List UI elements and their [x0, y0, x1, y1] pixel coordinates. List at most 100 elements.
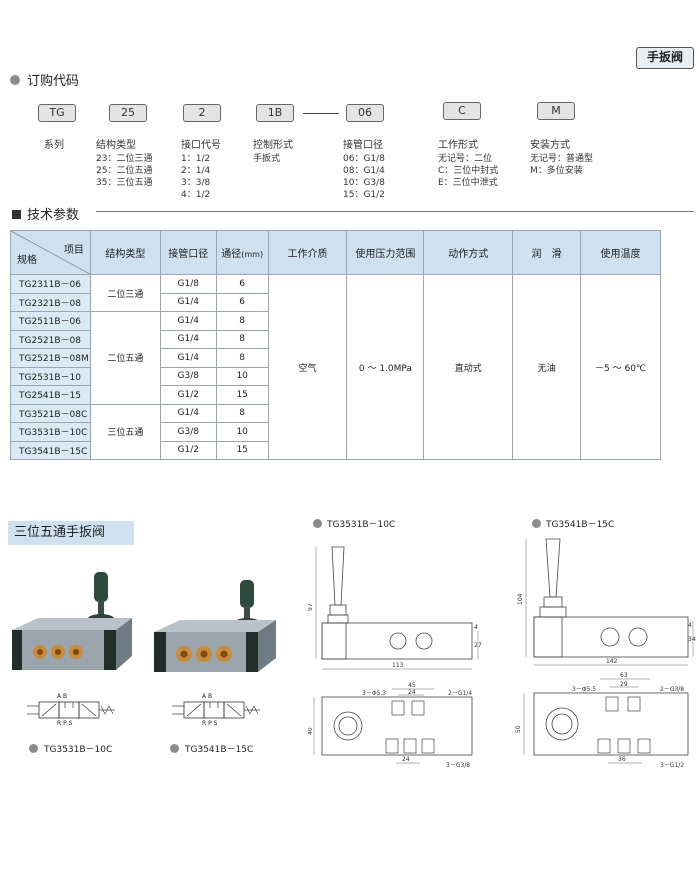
- cell-model: TG2521B－08: [10, 329, 91, 349]
- cell-model: TG2541B－15: [10, 385, 91, 405]
- desc-mount-line: 无记号：普通型: [530, 154, 594, 164]
- header-bore-unit: (mm): [241, 250, 264, 259]
- table-row: TG2521B－08 G1/4 8: [10, 329, 661, 349]
- desc-mount-line: M：多位安装: [530, 166, 583, 176]
- cell-port: G1/2: [159, 385, 217, 405]
- caption-bullet-icon: [29, 744, 38, 753]
- cell-model: TG2511B－06: [10, 311, 91, 331]
- photo-caption: TG3531B－10C: [44, 745, 113, 755]
- cell-port: G1/8: [159, 274, 217, 294]
- valve-symbol-diagram: [172, 701, 260, 719]
- valve-photo: [154, 580, 276, 672]
- photo-caption: TG3541B－15C: [185, 745, 254, 755]
- desc-mount: 安装方式 无记号：普通型 M：多位安装: [530, 140, 593, 177]
- code-box-port: 2: [183, 104, 221, 122]
- code-box-mount: M: [537, 102, 575, 120]
- desc-structure-title: 结构类型: [96, 140, 136, 151]
- code-box-pipe: 06: [346, 104, 384, 122]
- dim-top-a: 63: [620, 672, 628, 679]
- desc-port-line: 1：1/2: [181, 154, 211, 164]
- dim-hole: 3－Φ5.5: [572, 686, 596, 693]
- desc-structure-line: 25：二位五通: [96, 166, 153, 176]
- code-box-work: C: [443, 102, 481, 120]
- code-box-structure: 25: [109, 104, 147, 122]
- desc-series: 系列: [44, 140, 64, 153]
- header-port: 接管口径: [159, 230, 217, 275]
- table-row: TG2311B－06 二位三通 G1/8 6 空气 0 ～ 1.0MPa 直动式…: [10, 274, 661, 460]
- cell-bore: 6: [215, 292, 269, 312]
- caption-bullet-icon: [313, 519, 322, 528]
- section-square-icon: [12, 210, 21, 219]
- table-row: TG3541B－15C G1/2 15: [10, 440, 661, 460]
- desc-structure-line: 35：三位五通: [96, 178, 153, 188]
- cell-model: TG3521B－08C: [10, 403, 91, 423]
- spec-table: 项目 规格 结构类型 接管口径 通径(mm) 工作介质 使用压力范围 动作方式 …: [10, 230, 661, 460]
- desc-port: 接口代号 1：1/2 2：1/4 3：3/8 4：1/2: [181, 140, 221, 201]
- cell-bore: 8: [215, 403, 269, 423]
- dim-length: 113: [392, 662, 404, 669]
- dim-length: 142: [606, 658, 618, 665]
- cell-model: TG2321B－08: [10, 292, 91, 312]
- desc-work-line: 无记号：二位: [438, 154, 493, 164]
- header-action: 动作方式: [423, 230, 514, 275]
- header-pressure: 使用压力范围: [346, 230, 425, 275]
- dim-side-a: 27: [474, 642, 482, 649]
- dim-width: 50: [515, 725, 522, 733]
- header-bore: 通径(mm): [215, 230, 269, 275]
- dim-top-b: 29: [620, 681, 628, 688]
- valve-symbol: A B R P S: [25, 693, 120, 727]
- desc-pipe-line: 10：G3/8: [343, 178, 385, 188]
- table-header-row: 项目 规格 结构类型 接管口径 通径(mm) 工作介质 使用压力范围 动作方式 …: [10, 230, 661, 275]
- valve-symbol: A B R P S: [170, 693, 265, 727]
- cell-bore: 8: [215, 348, 269, 368]
- dim-width: 40: [308, 727, 314, 735]
- tech-title: 技术参数: [27, 208, 80, 223]
- cell-action: 直动式: [423, 274, 514, 460]
- cell-port: G1/4: [159, 292, 217, 312]
- dim-bottom: 24: [402, 756, 410, 763]
- cell-structure: 三位五通: [89, 403, 161, 460]
- caption-bullet-icon: [532, 519, 541, 528]
- table-row: TG2511B－06 二位五通 G1/4 8: [10, 311, 661, 405]
- desc-work-line: C：三位中封式: [438, 166, 499, 176]
- desc-work-line: E：三位中泄式: [438, 178, 498, 188]
- valve-photo: [12, 572, 132, 670]
- cell-port: G1/4: [159, 311, 217, 331]
- cell-model: TG3541B－15C: [10, 440, 91, 460]
- desc-series-title: 系列: [44, 140, 64, 151]
- valve-symbol-diagram: [27, 701, 115, 719]
- header-item-model: 项目 规格: [10, 230, 91, 275]
- cell-port: G1/4: [159, 403, 217, 423]
- desc-control-title: 控制形式: [253, 140, 293, 151]
- product-title: 三位五通手扳阀: [8, 521, 134, 545]
- desc-structure: 结构类型 23：二位三通 25：二位五通 35：三位五通: [96, 140, 152, 189]
- desc-work: 工作形式 无记号：二位 C：三位中封式 E：三位中泄式: [438, 140, 498, 189]
- header-medium: 工作介质: [267, 230, 348, 275]
- desc-pipe-title: 接管口径: [343, 140, 383, 151]
- dim-side-a: 34: [688, 636, 696, 643]
- dimension-drawing: 97 113 27 4 45 24 3－Φ5.3 2－G1/4 40 24 3－…: [308, 546, 482, 769]
- code-box-control: 1B: [256, 104, 294, 122]
- dim-side-b: 4: [688, 622, 692, 629]
- dim-port-a: 2－G1/4: [448, 690, 472, 697]
- dim-port-b: 3－G1/2: [660, 762, 684, 769]
- dim-bottom: 36: [618, 756, 626, 763]
- cell-bore: 15: [215, 385, 269, 405]
- dim-top-a: 45: [408, 682, 416, 689]
- order-code-title: 订购代码: [27, 74, 80, 89]
- dim-side-b: 4: [474, 624, 478, 631]
- category-badge: 手扳阀: [636, 47, 694, 69]
- table-row: TG2531B－10 G3/8 10: [10, 366, 661, 386]
- desc-port-line: 2：1/4: [181, 166, 211, 176]
- section-bullet-icon: [10, 75, 20, 85]
- header-structure: 结构类型: [89, 230, 161, 275]
- cell-model: TG2311B－06: [10, 274, 91, 294]
- desc-structure-line: 23：二位三通: [96, 154, 153, 164]
- desc-pipe-line: 06：G1/8: [343, 154, 385, 164]
- drawing-caption: TG3541B－15C: [546, 520, 615, 530]
- desc-pipe: 接管口径 06：G1/8 08：G1/4 10：G3/8 15：G1/2: [343, 140, 385, 201]
- header-temp: 使用温度: [580, 230, 661, 275]
- code-box-series: TG: [38, 104, 76, 122]
- desc-mount-title: 安装方式: [530, 140, 570, 151]
- symbol-label-top: A B: [57, 693, 68, 700]
